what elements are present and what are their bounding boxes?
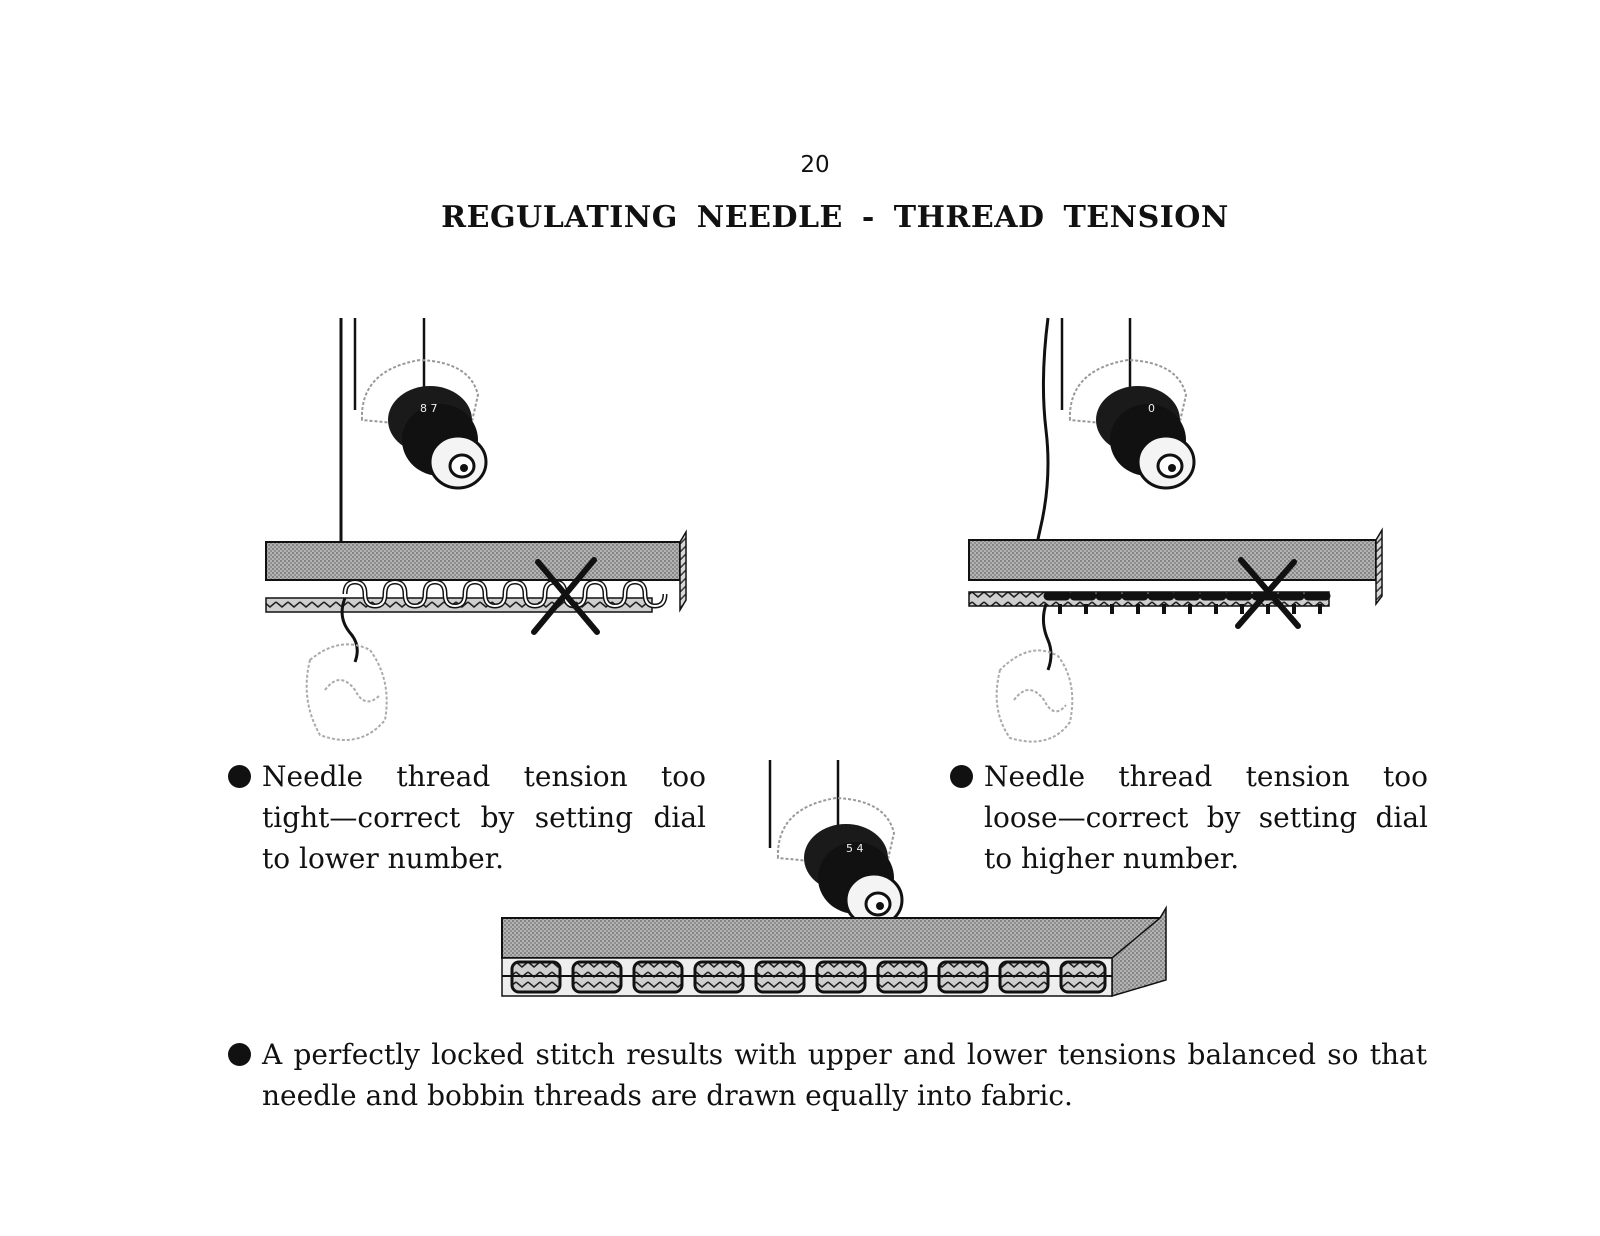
bullet-icon	[228, 1043, 251, 1066]
note-text: Needle thread tension too tight—correct …	[262, 756, 706, 879]
note-balanced-tension: A perfectly locked stitch results with u…	[262, 1034, 1427, 1116]
svg-text:5 4: 5 4	[846, 842, 864, 855]
svg-text:8 7: 8 7	[420, 402, 438, 415]
note-tight-tension: Needle thread tension too tight—correct …	[262, 756, 706, 879]
note-loose-tension: Needle thread tension too loose—correct …	[984, 756, 1428, 879]
stitch-balanced-icon	[502, 908, 1166, 996]
stitch-tight-icon	[266, 532, 686, 740]
stitch-loose-icon	[969, 530, 1382, 742]
tension-dial-balanced-icon: 5 4	[770, 760, 902, 926]
svg-text:0: 0	[1148, 402, 1155, 415]
bullet-icon	[950, 765, 973, 788]
note-text: A perfectly locked stitch results with u…	[262, 1034, 1427, 1116]
note-text: Needle thread tension too loose—correct …	[984, 756, 1428, 879]
bullet-icon	[228, 765, 251, 788]
